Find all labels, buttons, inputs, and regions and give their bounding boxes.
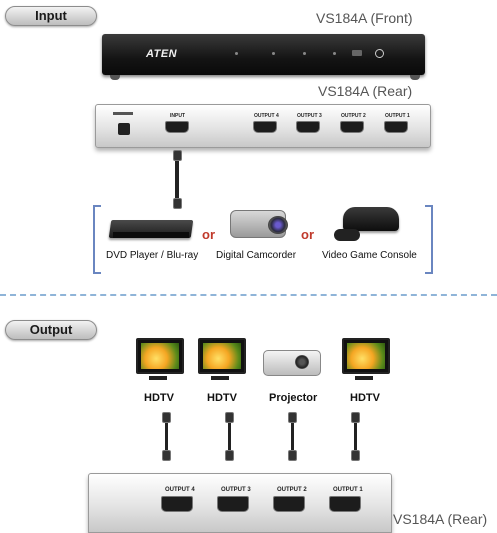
output-port-label-2: OUTPUT 2 [277,487,307,493]
rear-output-label-3: OUTPUT 3 [297,113,322,119]
device-group-bracket-left [93,205,101,274]
output-cable-4 [354,423,357,451]
cable-3-plug-bottom [288,450,297,461]
projector-lens-icon [295,355,309,369]
projector-icon [263,350,321,376]
hdtv-icon-2 [198,338,246,374]
output-port-4 [161,496,193,512]
front-led-4 [333,52,336,55]
output-port-label-3: OUTPUT 3 [221,487,251,493]
rear-output-port-1 [384,121,408,133]
output-port-label-1: OUTPUT 1 [333,487,363,493]
display-label-2: HDTV [207,392,237,404]
front-panel-foot-left [110,75,120,80]
front-select-button [352,50,362,56]
rear-output-port-3 [296,121,320,133]
or-label-2: or [301,227,314,242]
cable-4-plug-bottom [351,450,360,461]
rear-output-port-2 [340,121,364,133]
output-section-title: Output [5,320,97,340]
hdtv-icon-4 [342,338,390,374]
front-panel [102,34,425,75]
output-cable-2 [228,423,231,451]
output-cable-1 [165,423,168,451]
device-label-console: Video Game Console [322,250,417,261]
tv-stand-1 [149,376,167,380]
dc-in-label [113,112,133,115]
output-port-label-4: OUTPUT 4 [165,487,195,493]
section-divider [0,294,497,296]
display-label-4: HDTV [350,392,380,404]
output-port-2 [273,496,305,512]
cable-2-plug-bottom [225,450,234,461]
rear-output-port-4 [253,121,277,133]
output-rear-model-label: VS184A (Rear) [393,511,488,527]
output-port-3 [217,496,249,512]
tv-screen [141,343,179,369]
rear-output-label-2: OUTPUT 2 [341,113,366,119]
input-cable [175,160,179,205]
tv-stand-2 [211,376,229,380]
rear-output-label-4: OUTPUT 4 [254,113,279,119]
cable-4-plug-top [351,412,360,423]
cable-1-plug-top [162,412,171,423]
power-jack [118,123,130,135]
rear-model-label: VS184A (Rear) [318,83,413,99]
front-led-3 [303,52,306,55]
cable-3-plug-top [288,412,297,423]
front-led-2 [272,52,275,55]
front-panel-foot-right [410,75,420,80]
hdtv-icon-1 [136,338,184,374]
front-model-label: VS184A (Front) [316,10,413,26]
tv-screen [203,343,241,369]
display-label-3: Projector [269,392,318,404]
device-label-dvd: DVD Player / Blu-ray [106,250,199,261]
brand-logo: ATEN [146,48,178,60]
cable-2-plug-top [225,412,234,423]
display-label-1: HDTV [144,392,174,404]
device-label-camcorder: Digital Camcorder [216,250,297,261]
input-section-title: Input [5,6,97,26]
rear-output-label-1: OUTPUT 1 [385,113,410,119]
input-cable-plug-top [173,150,182,161]
input-cable-plug-bottom [173,198,182,209]
game-console-icon [343,207,399,231]
output-cable-3 [291,423,294,451]
tv-stand-4 [355,376,373,380]
cable-1-plug-bottom [162,450,171,461]
power-icon [375,49,384,58]
tv-screen [347,343,385,369]
dvd-player-front-icon [113,232,189,238]
camcorder-lens-icon [268,216,288,234]
or-label-1: or [202,227,215,242]
front-led-1 [235,52,238,55]
game-controller-icon [334,229,360,241]
rear-input-port [165,121,189,133]
device-group-bracket-right [425,205,433,274]
output-port-1 [329,496,361,512]
rear-input-port-label: INPUT [170,113,185,119]
